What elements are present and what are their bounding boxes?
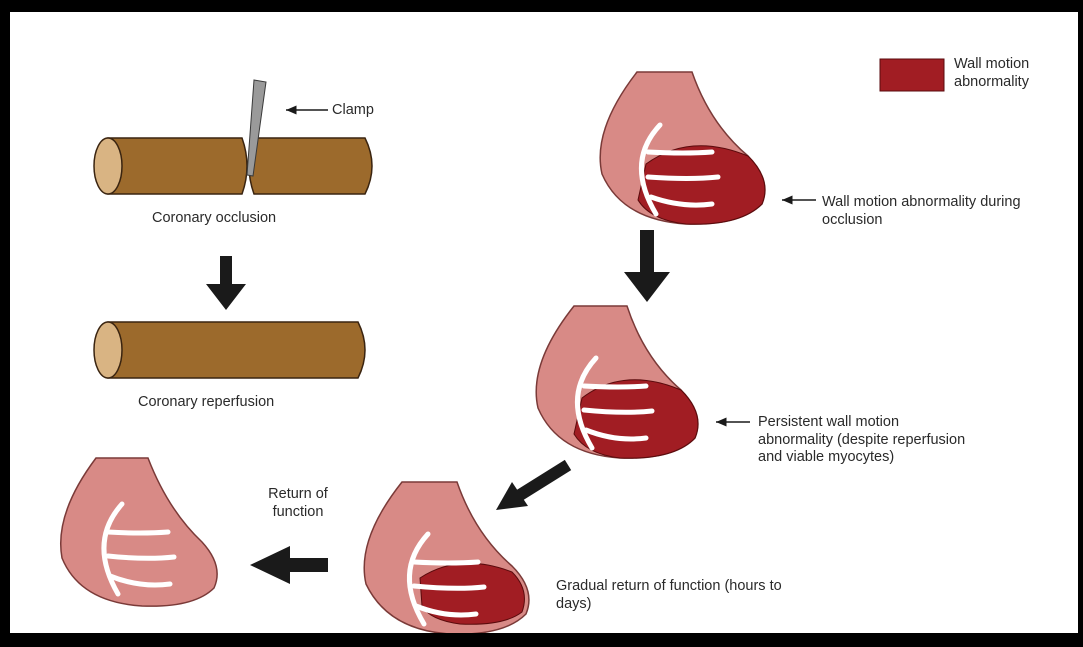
coronary-occlusion-label: Coronary occlusion	[152, 210, 276, 228]
down-arrow-right	[624, 230, 670, 302]
reperfused-vessel	[94, 322, 365, 378]
return-of-function-label: Return of function	[250, 486, 346, 521]
legend-swatch	[880, 59, 944, 91]
down-arrow-left	[206, 256, 246, 310]
diagram-frame: Clamp Coronary occlusion Coronary reperf…	[10, 12, 1078, 633]
clamp-label: Clamp	[332, 102, 374, 120]
diagram-canvas	[10, 12, 1078, 633]
heart-persistent	[536, 306, 698, 458]
heart-normal	[61, 458, 217, 606]
persistent-abnormality-label: Persistent wall motion abnormality (desp…	[758, 414, 968, 467]
occluded-vessel	[94, 138, 372, 194]
left-arrow	[250, 546, 328, 584]
coronary-reperfusion-label: Coronary reperfusion	[138, 394, 274, 412]
gradual-return-label: Gradual return of function (hours to day…	[556, 578, 806, 613]
occlusion-abnormality-label: Wall motion abnormality during occlusion	[822, 194, 1062, 229]
diagonal-arrow	[496, 465, 568, 510]
heart-occlusion	[600, 72, 765, 224]
legend-label: Wall motion abnormality	[954, 56, 1064, 91]
